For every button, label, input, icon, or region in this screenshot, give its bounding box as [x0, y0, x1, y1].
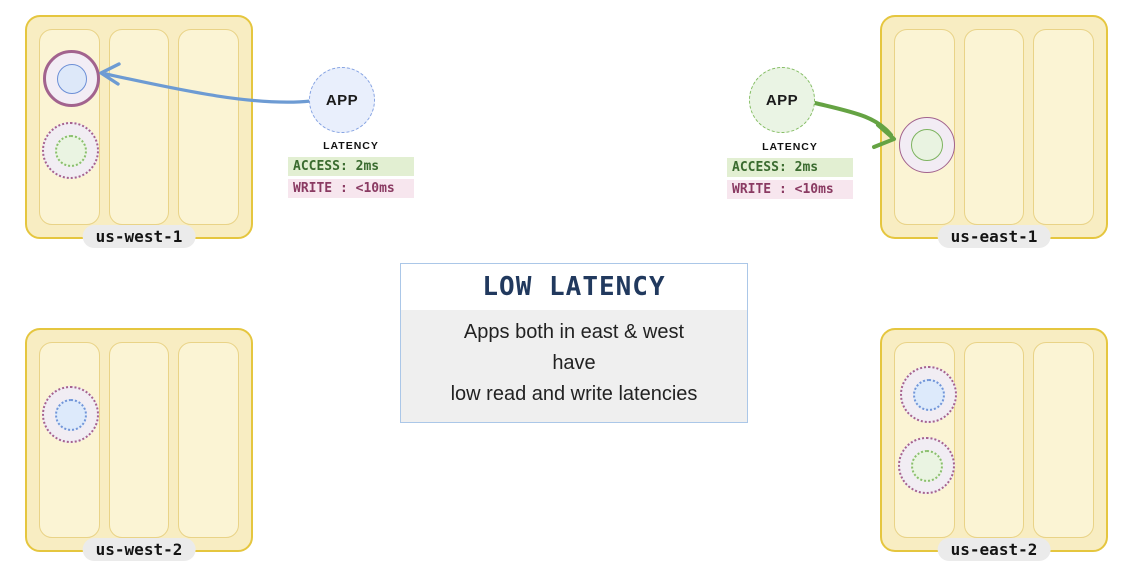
availability-zone: [178, 342, 240, 538]
replica-node-green-dotted: [54, 134, 87, 167]
info-box-header: LOW LATENCY: [401, 264, 747, 310]
info-box-line: low read and write latencies: [450, 383, 698, 405]
availability-zone: [108, 29, 170, 225]
region-label-us-east-2: us-east-2: [937, 538, 1051, 561]
replica-node-ring: [900, 366, 957, 423]
latency-heading: LATENCY: [762, 141, 818, 153]
replica-node-ring: [42, 122, 99, 179]
info-box-line: have: [552, 352, 596, 374]
region-us-west-2: us-west-2: [25, 328, 253, 561]
leader-node-ring: [43, 50, 100, 107]
latency-access-row: ACCESS: 2ms: [727, 158, 853, 177]
region-label-us-west-2: us-west-2: [82, 538, 196, 561]
region-us-west-1: us-west-1: [25, 15, 253, 248]
latency-block-west: LATENCY ACCESS: 2ms WRITE : <10ms: [288, 140, 414, 198]
availability-zone: [178, 29, 240, 225]
app-node-west-label: APP: [325, 91, 359, 109]
follower-node-ring: [899, 117, 955, 173]
replica-node-ring: [898, 437, 955, 494]
follower-node-green: [911, 129, 943, 161]
app-node-west: APP: [309, 67, 375, 133]
region-us-east-2: us-east-2: [880, 328, 1108, 561]
region-label-us-west-1: us-west-1: [82, 225, 196, 248]
info-box-title: LOW LATENCY: [482, 272, 666, 302]
app-node-east: APP: [749, 67, 815, 133]
leader-node-blue: [56, 63, 87, 94]
replica-node-ring: [42, 386, 99, 443]
region-us-east-1: us-east-1: [880, 15, 1108, 248]
info-box-body: Apps both in east & west have low read a…: [401, 310, 747, 422]
info-box-line: Apps both in east & west: [463, 321, 685, 343]
availability-zone: [963, 29, 1025, 225]
latency-write-row: WRITE : <10ms: [727, 180, 853, 199]
latency-access-row: ACCESS: 2ms: [288, 157, 414, 176]
replica-node-green-dotted: [910, 449, 943, 482]
latency-write-row: WRITE : <10ms: [288, 179, 414, 198]
latency-heading: LATENCY: [323, 140, 379, 152]
replica-node-blue-dotted: [912, 378, 945, 411]
app-node-east-label: APP: [765, 91, 799, 109]
region-label-us-east-1: us-east-1: [937, 225, 1051, 248]
availability-zone: [963, 342, 1025, 538]
availability-zone: [108, 342, 170, 538]
latency-block-east: LATENCY ACCESS: 2ms WRITE : <10ms: [727, 141, 853, 199]
availability-zone: [1033, 29, 1095, 225]
info-box: LOW LATENCY Apps both in east & west hav…: [400, 263, 748, 423]
availability-zone: [1033, 342, 1095, 538]
replica-node-blue-dotted: [54, 398, 87, 431]
